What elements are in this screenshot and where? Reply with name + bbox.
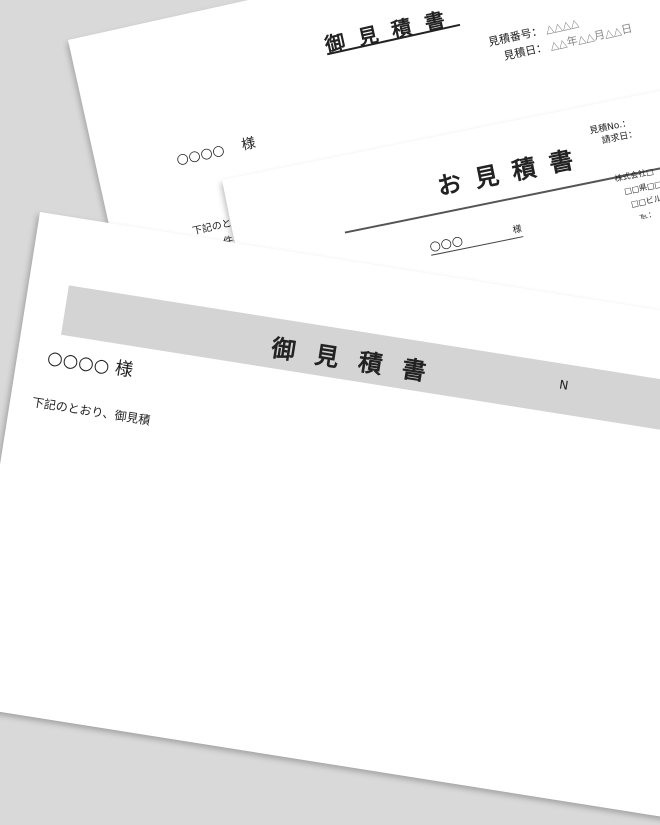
tel-label: ℡：	[638, 209, 657, 222]
client: ○○○○	[174, 141, 227, 169]
address-line-2: □□ビル	[630, 193, 660, 209]
client-name: ○○○○ 様	[174, 132, 257, 169]
client: ○○○	[428, 233, 465, 255]
sheet-title: 御見積書	[322, 4, 461, 58]
client-name: ○○○○ 様	[46, 343, 136, 382]
honorific: 様	[239, 135, 258, 154]
intro-text: 下記のとおり、御見積	[31, 395, 152, 428]
sheet-title: お見積書	[434, 143, 590, 201]
honorific: 様	[512, 224, 523, 236]
client: ○○○○	[45, 347, 112, 378]
honorific: 様	[113, 357, 135, 382]
client-name: ○○○ 様	[428, 221, 524, 256]
estimate-sheet-front: 御見積書 ○○○○ 様 下記のとおり、御見積 N	[0, 212, 660, 825]
